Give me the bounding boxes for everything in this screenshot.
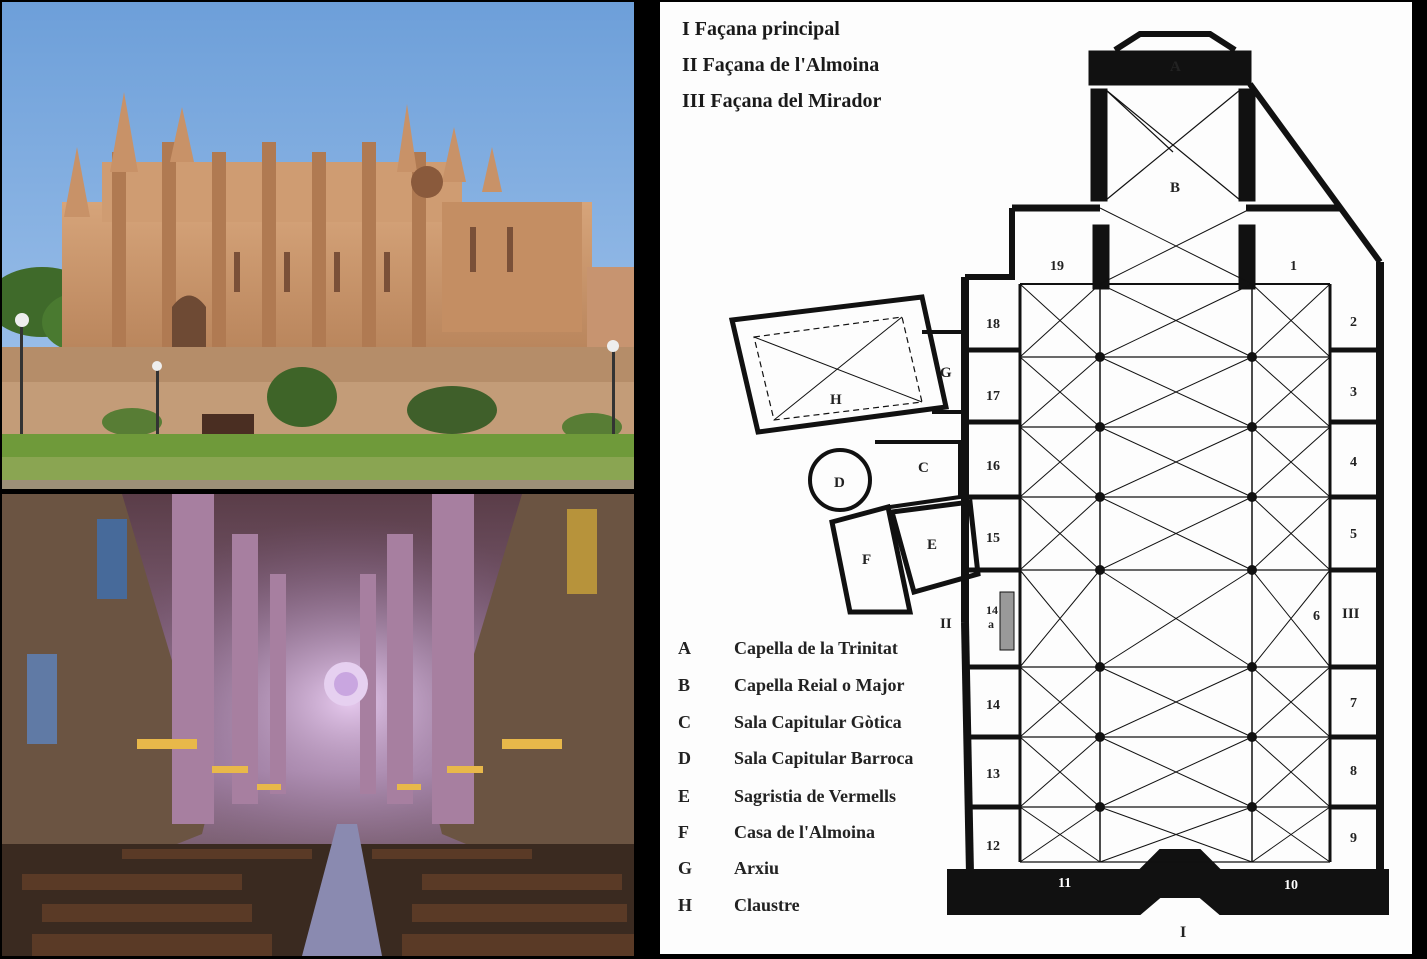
interior-illustration <box>2 494 634 956</box>
plan-label-c: C <box>918 460 929 476</box>
plan-label-d: D <box>834 475 845 491</box>
plan-label-chapel: 12 <box>986 839 1000 854</box>
plan-label-g: G <box>940 365 952 381</box>
plan-label-chapel: 6 <box>1313 609 1320 624</box>
facade-item: II Façana de l'Almoina <box>682 54 880 76</box>
plan-label-chapel: 17 <box>986 389 1000 404</box>
plan-label-chapel: 10 <box>1284 878 1298 893</box>
plan-label-chapel: 3 <box>1350 385 1357 400</box>
plan-label-chapel: 16 <box>986 459 1000 474</box>
plan-label-chapel: 19 <box>1050 259 1064 274</box>
plan-label-chapel: 1 <box>1290 259 1297 274</box>
plan-label-facade-i: I <box>1180 924 1186 941</box>
floor-plan: A B C D E F G H I II III 1 2 3 4 5 6 7 8… <box>728 31 1389 941</box>
plan-label-chapel: 9 <box>1350 831 1357 846</box>
facade-item: I Façana principal <box>682 18 840 40</box>
plan-label-a: A <box>1170 59 1181 75</box>
cathedral-interior-photo <box>2 494 634 956</box>
plan-label-f: F <box>862 552 871 568</box>
plan-label-b: B <box>1170 180 1180 196</box>
plan-label-chapel: 15 <box>986 531 1000 546</box>
plan-label-chapel: 18 <box>986 317 1000 332</box>
cathedral-exterior-photo <box>2 2 634 489</box>
plan-label-chapel: 4 <box>1350 455 1357 470</box>
plan-label-chapel: a <box>988 617 994 631</box>
plan-labels: A B C D E F G H I II III 1 2 3 4 5 6 7 8… <box>830 59 1360 941</box>
plan-label-chapel: 11 <box>1058 876 1071 891</box>
floor-plan-panel: I Façana principal II Façana de l'Almoin… <box>660 2 1412 954</box>
plan-label-chapel: 8 <box>1350 764 1357 779</box>
plan-label-chapel: 2 <box>1350 315 1357 330</box>
facade-item: III Façana del Mirador <box>682 90 882 112</box>
plan-label-e: E <box>927 537 937 553</box>
plan-label-facade-iii: III <box>1342 606 1360 622</box>
plan-label-chapel: 7 <box>1350 696 1357 711</box>
plan-label-chapel: 14 <box>986 603 998 617</box>
plan-label-facade-ii: II <box>940 616 952 632</box>
plan-label-h: H <box>830 392 842 408</box>
plan-label-chapel: 13 <box>986 767 1000 782</box>
plan-label-chapel: 14 <box>986 698 1000 713</box>
exterior-illustration <box>2 2 634 489</box>
plan-walls <box>728 31 1389 915</box>
plan-label-chapel: 5 <box>1350 527 1357 542</box>
